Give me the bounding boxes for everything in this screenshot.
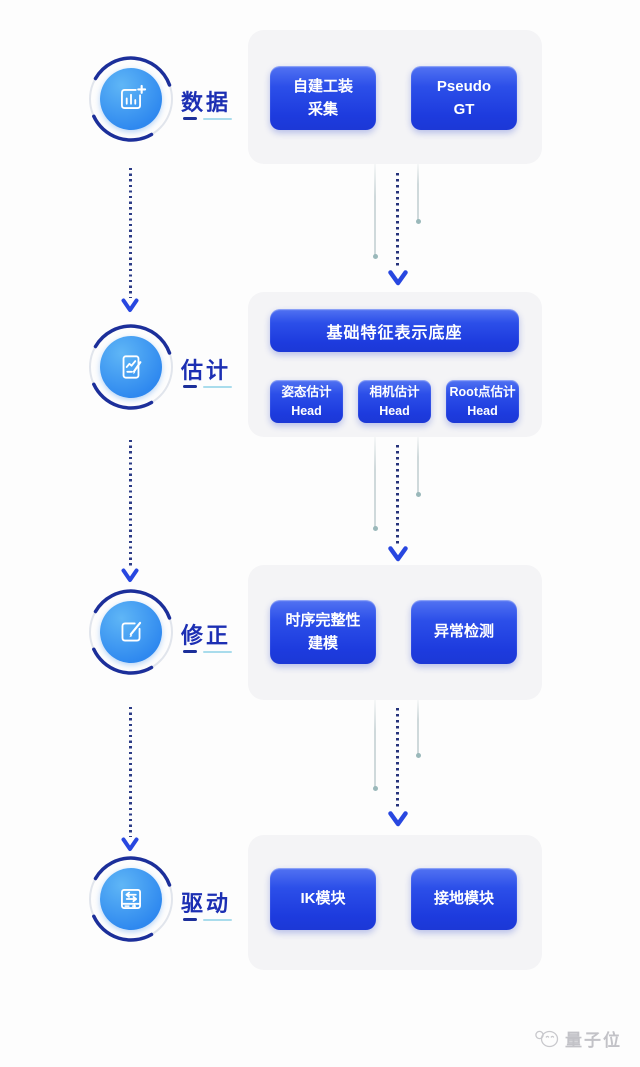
stage-circle-data — [88, 56, 174, 142]
connector-line — [372, 700, 378, 791]
underline-dark-dash — [183, 117, 197, 120]
connector-line — [372, 437, 378, 531]
arrow-down-icon — [121, 298, 139, 312]
underline-cyan-dash — [203, 385, 232, 388]
label-underline — [183, 918, 232, 921]
underline-cyan-dash — [203, 117, 232, 120]
stage-label-data: 数据 — [181, 90, 232, 115]
arrow-down-icon — [121, 568, 139, 582]
node-anomaly-detection[interactable]: 异常检测 — [411, 600, 517, 664]
node-root-point-estimation-head[interactable]: Root点估计 Head — [446, 380, 519, 423]
pencil-square-icon — [121, 621, 142, 642]
stage-circle-correct — [88, 589, 174, 675]
stage-label-estimate: 估计 — [181, 358, 232, 383]
qbit-mascot-icon — [535, 1030, 559, 1048]
connector-line — [415, 437, 421, 497]
underline-dark-dash — [183, 385, 197, 388]
stage-circle-drive — [88, 856, 174, 942]
node-pseudo-gt[interactable]: Pseudo GT — [411, 66, 517, 130]
bar-chart-plus-icon — [121, 84, 147, 109]
arrow-down-icon — [388, 546, 408, 562]
stage-ring — [89, 589, 173, 675]
watermark: 量子位 — [534, 1026, 622, 1051]
underline-dark-dash — [183, 918, 197, 921]
stage-label-drive: 驱动 — [181, 891, 232, 916]
label-underline — [183, 650, 232, 653]
connector-line — [415, 164, 421, 224]
server-arrows-icon — [121, 889, 141, 909]
node-ik-module[interactable]: IK模块 — [270, 868, 376, 930]
stage-circle-estimate — [88, 324, 174, 410]
node-pose-estimation-head[interactable]: 姿态估计 Head — [270, 380, 343, 423]
stage-card-correct: 时序完整性 建模 异常检测 — [248, 565, 542, 700]
stage-ring — [89, 856, 173, 942]
underline-cyan-dash — [203, 650, 232, 653]
arrow-down-icon — [388, 270, 408, 286]
connector-line — [372, 164, 378, 259]
arrow-down-icon — [388, 811, 408, 827]
label-underline — [183, 385, 232, 388]
node-grounding-module[interactable]: 接地模块 — [411, 868, 517, 930]
stage-card-data: 自建工装 采集 Pseudo GT — [248, 30, 542, 164]
underline-cyan-dash — [203, 918, 232, 921]
stage-ring — [89, 324, 173, 410]
flow-dotted-line — [396, 708, 399, 810]
flow-dotted-line — [396, 173, 399, 269]
node-self-built-rig-collection[interactable]: 自建工装 采集 — [270, 66, 376, 130]
underline-dark-dash — [183, 650, 197, 653]
document-edit-icon — [122, 355, 142, 379]
flow-dotted-line — [129, 168, 132, 298]
stage-ring — [89, 56, 173, 142]
flow-dotted-line — [129, 440, 132, 568]
node-camera-estimation-head[interactable]: 相机估计 Head — [358, 380, 431, 423]
stage-card-drive: IK模块 接地模块 — [248, 835, 542, 970]
watermark-brand: 量子位 — [565, 1031, 622, 1050]
connector-line — [415, 700, 421, 758]
stage-label-correct: 修正 — [181, 623, 232, 648]
arrow-down-icon — [121, 837, 139, 851]
node-base-feature-backbone[interactable]: 基础特征表示底座 — [270, 309, 519, 352]
label-underline — [183, 117, 232, 120]
node-temporal-integrity-modeling[interactable]: 时序完整性 建模 — [270, 600, 376, 664]
flow-dotted-line — [129, 707, 132, 837]
stage-card-estimate: 基础特征表示底座 姿态估计 Head 相机估计 Head Root点估计 Hea… — [248, 292, 542, 437]
flow-dotted-line — [396, 445, 399, 545]
